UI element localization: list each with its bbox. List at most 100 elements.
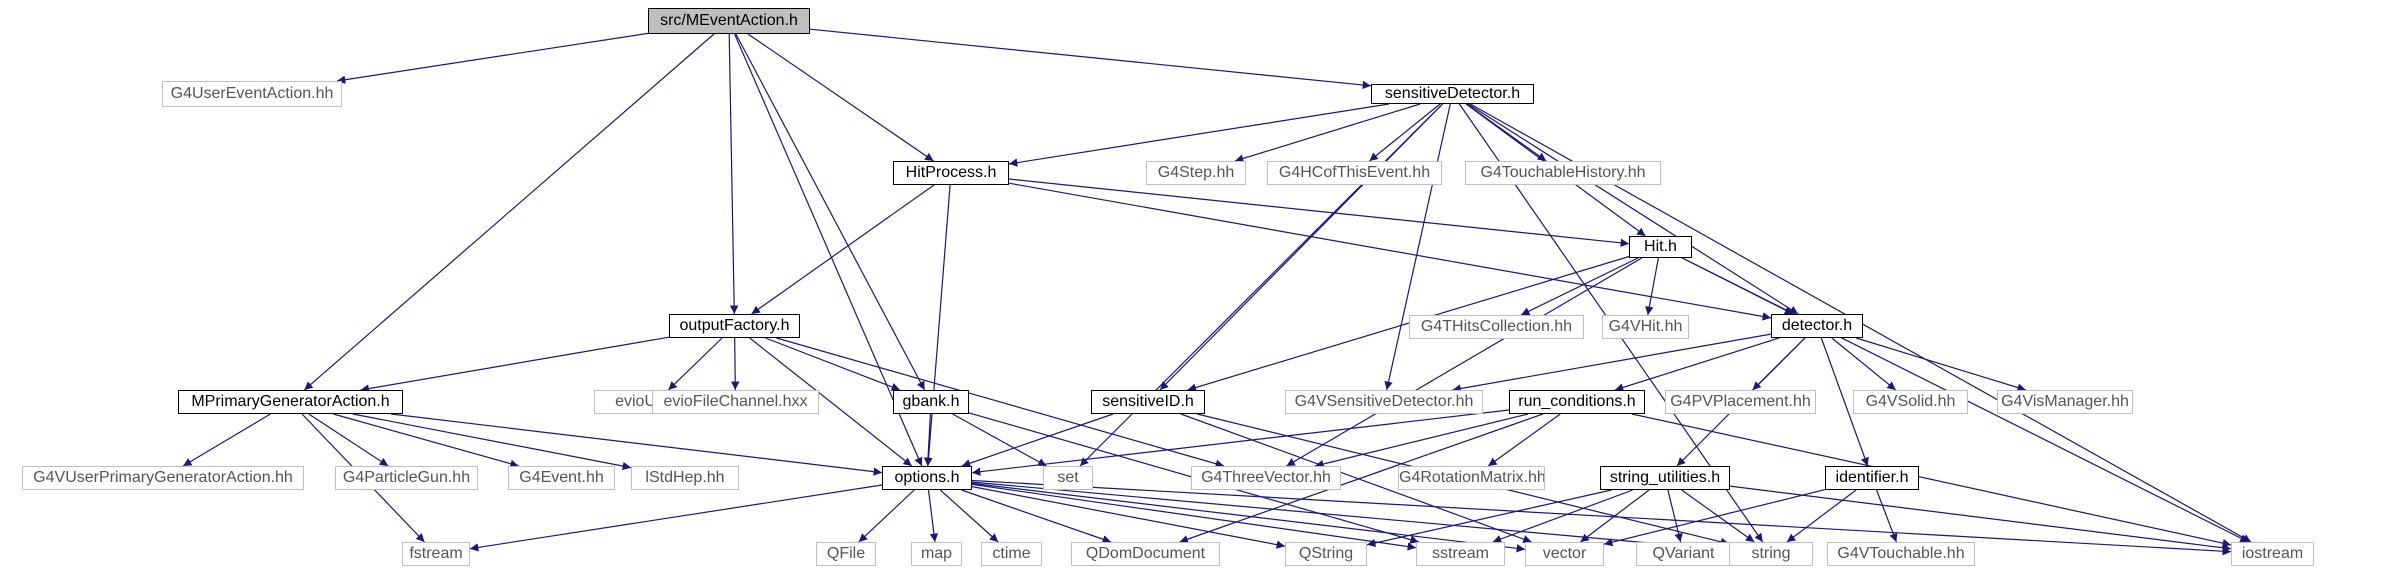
edge-root-to-sensitivedetector: [809, 28, 1372, 90]
edge-root-to-outputfactory: [728, 33, 739, 315]
edge-outputfactory-to-gbank: [765, 337, 901, 391]
node-g4vtouchable[interactable]: G4VTouchable.hh: [1827, 542, 1975, 566]
edge-run_conditions-to-options: [971, 409, 1510, 476]
node-g4vhit[interactable]: G4VHit.hh: [1602, 315, 1689, 339]
edge-detector-to-g4vsolid: [1831, 337, 1897, 391]
edge-string_utilities-to-vector: [1580, 489, 1650, 543]
edge-hit-to-g4vhit: [1645, 257, 1659, 316]
node-string[interactable]: string: [1729, 542, 1813, 566]
edge-run_conditions-to-g4threevector: [1314, 413, 1529, 469]
edge-sensitivedetector-to-g4vsensitivedetector: [1384, 103, 1451, 391]
node-hitprocess[interactable]: HitProcess.h: [893, 161, 1009, 185]
node-gbank[interactable]: gbank.h: [893, 390, 969, 414]
node-run-conditions[interactable]: run_conditions.h: [1509, 390, 1645, 414]
node-options[interactable]: options.h: [882, 466, 972, 490]
node-qvariant[interactable]: QVariant: [1636, 542, 1731, 566]
edge-outputfactory-to-g4threevector: [776, 337, 1225, 468]
edge-root-to-mprimarygeneratoraction: [303, 33, 715, 391]
edge-hit-to-sensitiveid: [1187, 255, 1630, 392]
node-map[interactable]: map: [911, 542, 962, 566]
edge-outputfactory-to-mprimarygeneratoraction: [360, 336, 670, 393]
node-iostream[interactable]: iostream: [2231, 542, 2314, 566]
edge-mprimarygeneratoraction-to-lstdhep: [352, 413, 632, 471]
edge-detector-to-g4vsensitivedetector: [1452, 333, 1772, 393]
edge-gbank-to-options: [923, 413, 933, 467]
edge-string_utilities-to-iostream: [1729, 485, 2232, 552]
edge-run_conditions-to-iostream: [1631, 413, 2232, 548]
node-g4event[interactable]: G4Event.hh: [508, 466, 615, 490]
node-hit[interactable]: Hit.h: [1629, 236, 1692, 258]
edge-outputfactory-to-evioutil: [667, 337, 723, 391]
edge-detector-to-run_conditions: [1614, 337, 1780, 392]
node-sstream[interactable]: sstream: [1416, 542, 1505, 566]
node-g4threevector[interactable]: G4ThreeVector.hh: [1191, 466, 1341, 490]
node-g4step[interactable]: G4Step.hh: [1146, 161, 1246, 185]
node-g4vuserprimarygeneratoraction[interactable]: G4VUserPrimaryGeneratorAction.hh: [22, 466, 304, 490]
node-mprimarygeneratoraction[interactable]: MPrimaryGeneratorAction.h: [178, 390, 403, 414]
edge-run_conditions-to-qdomdocument: [1179, 413, 1544, 544]
node-g4thitscollection[interactable]: G4THitsCollection.hh: [1409, 315, 1584, 339]
node-g4vsensitivedetector[interactable]: G4VSensitiveDetector.hh: [1285, 390, 1483, 414]
node-g4particlegun[interactable]: G4ParticleGun.hh: [335, 466, 478, 490]
node-string-utilities[interactable]: string_utilities.h: [1600, 466, 1730, 490]
node-g4vsolid[interactable]: G4VSolid.hh: [1853, 390, 1968, 414]
edge-root-to-hitprocess: [747, 33, 934, 162]
edge-hitprocess-to-hit: [1008, 178, 1630, 248]
edge-sensitiveid-to-options: [961, 413, 1114, 468]
edge-identifier-to-g4vtouchable: [1876, 489, 1898, 543]
node-vector[interactable]: vector: [1525, 542, 1604, 566]
edge-outputfactory-to-options: [749, 337, 913, 467]
edge-options-to-qfile: [858, 489, 915, 543]
node-g4pvplacement[interactable]: G4PVPlacement.hh: [1665, 390, 1816, 414]
edge-options-to-vector: [971, 482, 1526, 553]
node-detector[interactable]: detector.h: [1771, 314, 1863, 338]
edge-hit-to-g4thitscollection: [1520, 257, 1639, 316]
node-qdomdocument[interactable]: QDomDocument: [1071, 542, 1220, 566]
edge-string_utilities-to-sstream: [1492, 489, 1633, 544]
node-identifier[interactable]: identifier.h: [1825, 466, 1919, 490]
node-g4hcofthisevent[interactable]: G4HCofThisEvent.hh: [1267, 161, 1442, 185]
edge-mprimarygeneratoraction-to-g4vuserprimarygeneratoraction: [182, 413, 271, 467]
edge-hit-to-g4threevector: [1286, 257, 1643, 467]
node-set[interactable]: set: [1043, 466, 1093, 490]
node-qstring[interactable]: QString: [1285, 542, 1367, 566]
edge-options-to-map: [927, 489, 939, 543]
edge-hitprocess-to-options: [924, 184, 951, 467]
edge-detector-to-g4vismanager: [1856, 337, 2026, 392]
node-eviofilechannel[interactable]: evioFileChannel.hxx: [652, 390, 819, 414]
edge-string_utilities-to-qvariant: [1667, 489, 1683, 543]
edge-options-to-sstream: [971, 483, 1417, 551]
edge-sensitivedetector-to-detector: [1467, 103, 1799, 315]
node-g4touchablehistory[interactable]: G4TouchableHistory.hh: [1465, 161, 1661, 185]
node-ctime[interactable]: ctime: [981, 542, 1042, 566]
edge-sensitivedetector-to-hitprocess: [1008, 103, 1390, 167]
edge-gbank-to-set: [952, 413, 1047, 467]
node-g4vismanager[interactable]: G4VisManager.hh: [1997, 390, 2133, 414]
edge-options-to-qstring: [971, 486, 1286, 549]
edge-mprimarygeneratoraction-to-g4event: [333, 413, 519, 468]
edge-identifier-to-vector: [1603, 489, 1826, 547]
edge-options-to-qdomdocument: [961, 489, 1112, 544]
node-sensitiveid[interactable]: sensitiveID.h: [1091, 390, 1205, 414]
node-sensitivedetector[interactable]: sensitiveDetector.h: [1371, 84, 1534, 104]
edge-string_utilities-to-qstring: [1366, 489, 1612, 548]
node-g4usereventaction[interactable]: G4UserEventAction.hh: [162, 81, 342, 107]
edge-identifier-to-string: [1786, 489, 1857, 543]
edge-root-to-g4usereventaction: [336, 32, 649, 84]
node-fstream[interactable]: fstream: [402, 542, 470, 566]
edge-run_conditions-to-g4rotationmatrix: [1487, 413, 1561, 467]
node-lstdhep[interactable]: lStdHep.hh: [631, 466, 739, 490]
edge-options-to-iostream: [971, 479, 2232, 556]
edge-options-to-ctime: [939, 489, 999, 543]
edge-sensitivedetector-to-g4hcofthisevent: [1369, 103, 1441, 162]
edge-mprimarygeneratoraction-to-g4particlegun: [308, 413, 389, 467]
edge-options-to-string: [971, 481, 1730, 554]
node-g4rotationmatrix[interactable]: G4RotationMatrix.hh: [1398, 466, 1545, 490]
node-qfile[interactable]: QFile: [816, 542, 876, 566]
edge-hitprocess-to-detector: [1008, 182, 1772, 321]
edge-root-to-options: [734, 33, 923, 467]
node-outputfactory[interactable]: outputFactory.h: [669, 314, 800, 338]
node-root[interactable]: src/MEventAction.h: [648, 8, 810, 34]
edge-outputfactory-to-eviofilechannel: [731, 337, 740, 391]
